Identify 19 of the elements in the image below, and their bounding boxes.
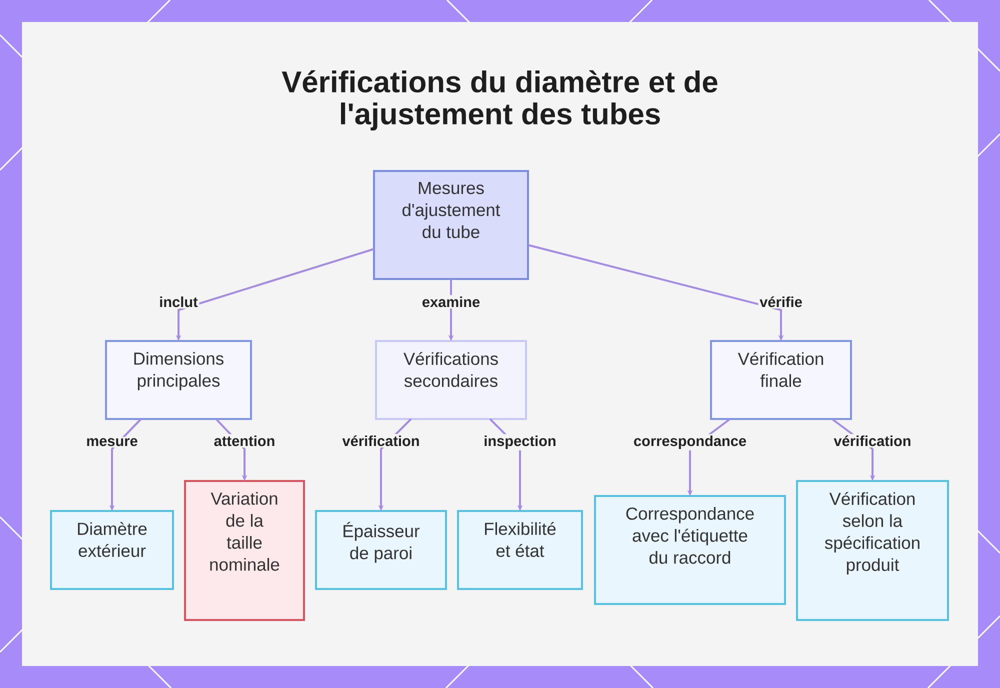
leaf-box: Vérification selon la spécification produit: [796, 480, 949, 621]
branch-box: Dimensions principales: [105, 340, 252, 420]
root-box: Mesures d'ajustement du tube: [373, 170, 529, 280]
leaf-box: Diamètre extérieur: [50, 510, 174, 590]
edge-label: examine: [420, 295, 482, 308]
highlighted-box: Variation de la taille nominale: [184, 480, 305, 621]
edge-label: vérification: [832, 434, 913, 448]
title: Vérifications du diamètre et de l'ajustement des tubes: [282, 70, 718, 130]
leaf-box: Flexibilité et état: [457, 510, 583, 590]
branch-box: Vérifications secondaires: [375, 340, 527, 420]
edge-label: inspection: [482, 434, 558, 450]
edge-label: inclut: [158, 295, 200, 308]
edge-label: correspondance: [632, 434, 748, 450]
branch-box: Vérification finale: [710, 340, 852, 420]
leaf-box: Correspondance avec l'étiquette du raccord: [594, 495, 786, 605]
edge-label: vérification: [340, 434, 422, 448]
edge-label: vérifie: [758, 295, 804, 308]
leaf-box: Épaisseur de paroi: [315, 510, 447, 590]
edge-label: attention: [212, 434, 277, 448]
